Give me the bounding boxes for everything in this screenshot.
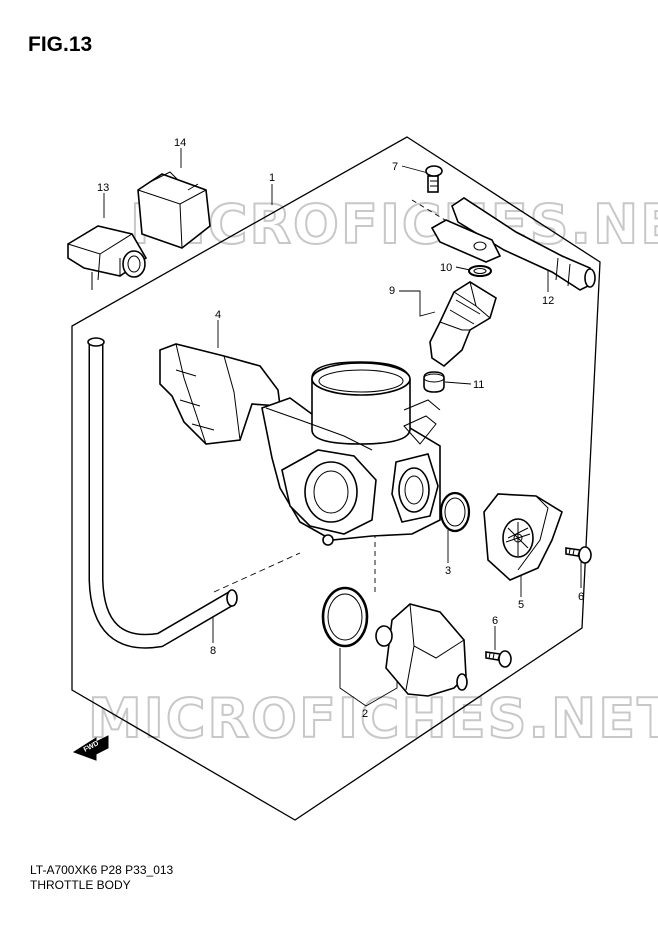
callout-5: 5 (518, 599, 524, 611)
figure-title: FIG.13 (28, 33, 93, 56)
callout-6a: 6 (578, 591, 584, 603)
callout-8: 8 (210, 645, 216, 657)
callout-6b: 6 (492, 615, 498, 627)
callout-14: 14 (174, 137, 186, 149)
callout-2: 2 (362, 708, 368, 720)
callout-11: 11 (473, 379, 484, 391)
sensor-part-5 (483, 493, 563, 581)
bolt-part-6-upper (565, 546, 592, 564)
watermark-top: MICROFICHES.NET (130, 193, 658, 256)
valve-part-2 (321, 586, 468, 697)
bolt-part-6-lower (485, 650, 512, 668)
callout-3: 3 (445, 565, 451, 577)
connector-part-13 (67, 225, 148, 290)
hose-part-8 (87, 337, 238, 649)
assembly-outline (71, 136, 601, 821)
forward-direction-arrow: FWD (72, 735, 109, 761)
footer-code: LT-A700XK6 P28 P33_013 (30, 863, 174, 877)
seal-part-11 (423, 371, 445, 393)
callout-7: 7 (392, 161, 398, 173)
callout-4: 4 (215, 309, 221, 321)
callout-9: 9 (389, 285, 395, 297)
injector-part-9 (429, 281, 497, 368)
connector-part-14 (137, 171, 211, 249)
screw-part-7 (425, 165, 443, 193)
throttle-body-part-1 (261, 361, 441, 546)
leader-lines (103, 148, 582, 707)
callout-1: 1 (269, 172, 275, 184)
callout-10: 10 (440, 262, 452, 274)
footer-name: THROTTLE BODY (30, 878, 131, 892)
o-ring-part-10 (468, 265, 492, 277)
callout-12: 12 (542, 295, 554, 307)
fuel-rail-part-12 (430, 197, 596, 291)
callout-13: 13 (97, 182, 109, 194)
watermark-bottom: MICROFICHES.NET (88, 687, 658, 750)
o-ring-part-3 (439, 491, 471, 533)
bracket-part-4 (159, 343, 281, 445)
